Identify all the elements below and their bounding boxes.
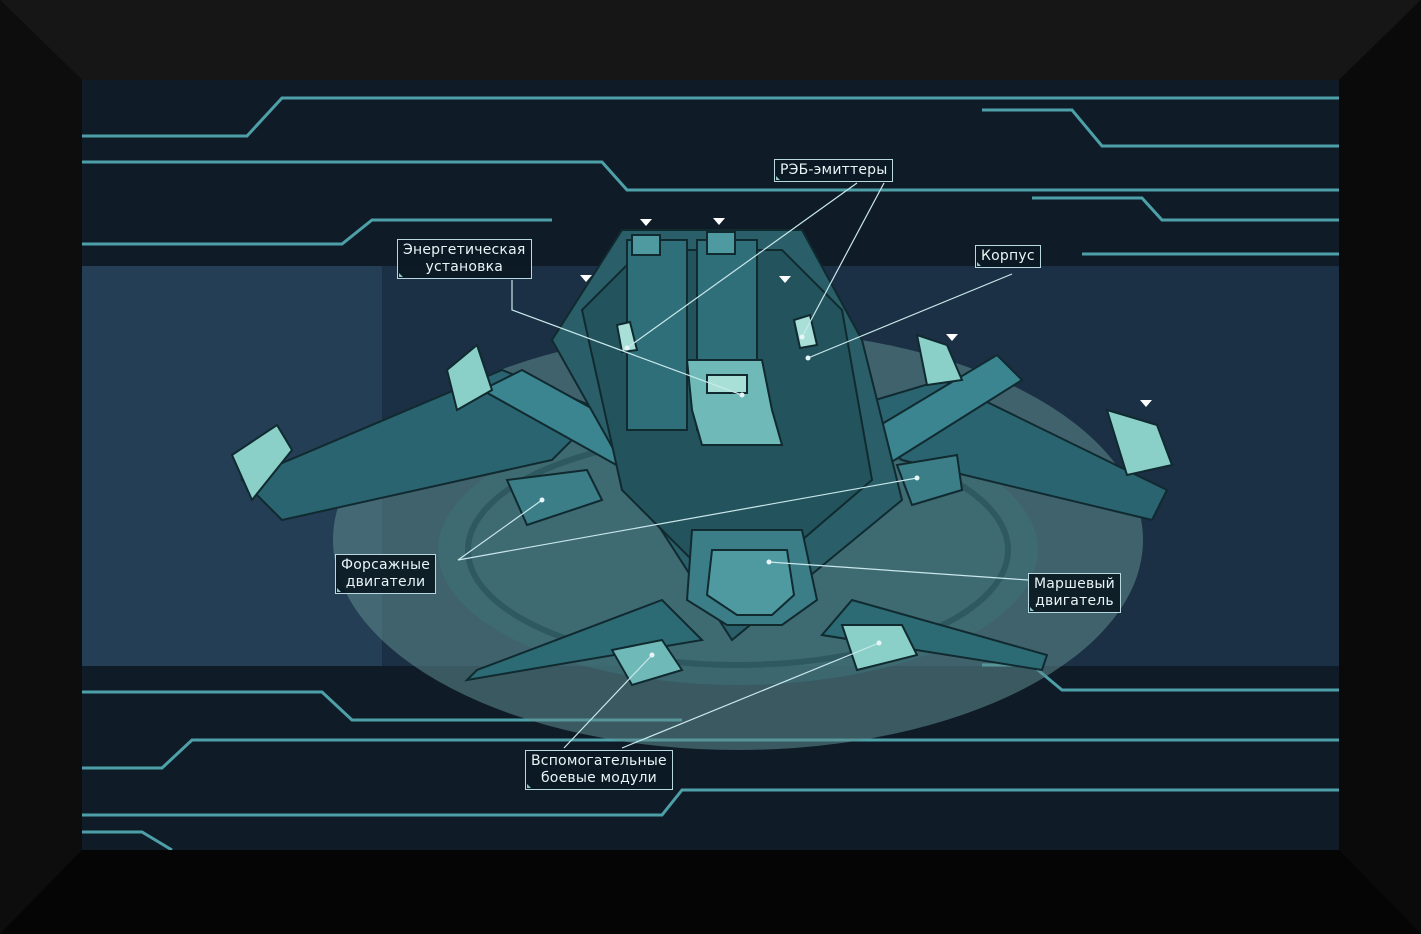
label-text: двигатель [1034,593,1115,610]
label-text: Энергетическая [403,242,526,259]
label-corner-icon [527,784,531,788]
label-reb-emitters: РЭБ-эмиттеры [774,159,893,182]
label-text: Вспомогательные [531,753,667,770]
label-corner-icon [1030,607,1034,611]
label-text: боевые модули [531,770,667,787]
label-text: РЭБ-эмиттеры [780,162,887,179]
label-afterburners: Форсажные двигатели [335,554,436,594]
schematic-artwork [82,80,1339,850]
label-main-engine: Маршевый двигатель [1028,573,1121,613]
label-text: Форсажные [341,557,430,574]
label-text: Маршевый [1034,576,1115,593]
ship-schematic: РЭБ-эмиттеры Энергетическая установка Ко… [82,80,1339,850]
label-aux-modules: Вспомогательные боевые модули [525,750,673,790]
label-corner-icon [776,176,780,180]
label-text: двигатели [341,574,430,591]
label-power-plant: Энергетическая установка [397,239,532,279]
label-corner-icon [977,262,981,266]
label-corner-icon [399,273,403,277]
label-text: установка [403,259,526,276]
label-hull: Корпус [975,245,1041,268]
label-text: Корпус [981,248,1035,265]
label-corner-icon [337,588,341,592]
